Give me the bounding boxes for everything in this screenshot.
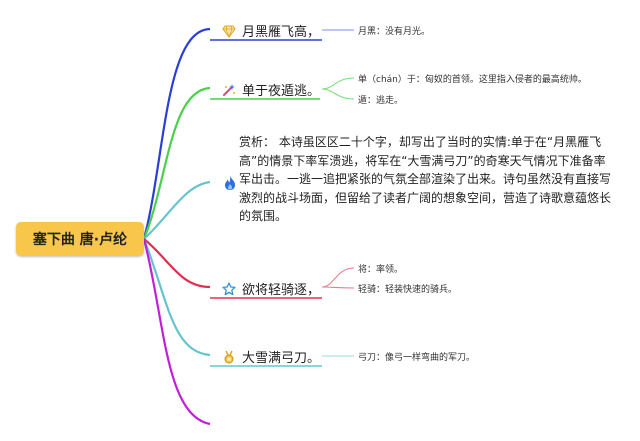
- analysis-node[interactable]: 赏析： 本诗虽区区二十个字，却写出了当时的实情:单于在“月黑雁飞高”的情景下率军…: [223, 133, 619, 231]
- note-connector-4b: [321, 286, 355, 289]
- branch-node-4[interactable]: 欲将轻骑逐，: [222, 279, 320, 298]
- root-node[interactable]: 塞下曲 唐·卢纶: [16, 222, 144, 256]
- note-connector-2b: [321, 88, 355, 100]
- branch-label-4: 欲将轻骑逐，: [242, 283, 321, 298]
- branch-node-5[interactable]: 大雪满弓刀。: [222, 347, 320, 366]
- analysis-text: 赏析： 本诗虽区区二十个字，却写出了当时的实情:单于在“月黑雁飞高”的情景下率军…: [239, 135, 612, 223]
- branch-node-1[interactable]: 月黑雁飞高，: [222, 21, 320, 40]
- branch-connector-4: [143, 238, 211, 289]
- note-2-1: 单（chán）于：匈奴的首领。这里指入侵者的最高统帅。: [358, 75, 587, 85]
- star-icon: [222, 281, 236, 296]
- note-connector-4a: [321, 267, 355, 288]
- note-5-1: 弓刀：像弓一样弯曲的军刀。: [358, 353, 476, 363]
- branch-connector-1: [142, 27, 211, 240]
- note-connector-2a: [321, 77, 355, 90]
- diamond-icon: [222, 24, 236, 38]
- medal-icon: [222, 350, 236, 364]
- note-2-2: 遁：逃走。: [358, 96, 404, 106]
- note-1-1: 月黑：没有月光。: [358, 27, 431, 37]
- branch-connector-3: [143, 180, 211, 240]
- flame-icon: [223, 175, 237, 191]
- branch-label-1: 月黑雁飞高，: [242, 25, 321, 40]
- note-4-1: 将：率领。: [358, 265, 404, 275]
- branch-label-2: 单于夜遁逃。: [242, 84, 321, 99]
- branch-connector-5: [142, 238, 211, 357]
- branch-node-2[interactable]: 单于夜遁逃。: [222, 80, 320, 99]
- branch-label-5: 大雪满弓刀。: [242, 351, 321, 366]
- root-label: 塞下曲 唐·卢纶: [32, 232, 128, 248]
- note-4-2: 轻骑：轻装快速的骑兵。: [358, 285, 458, 295]
- branch-connector-2: [142, 86, 211, 240]
- branch-connector-6: [142, 238, 211, 426]
- sparkle-icon: [222, 83, 236, 97]
